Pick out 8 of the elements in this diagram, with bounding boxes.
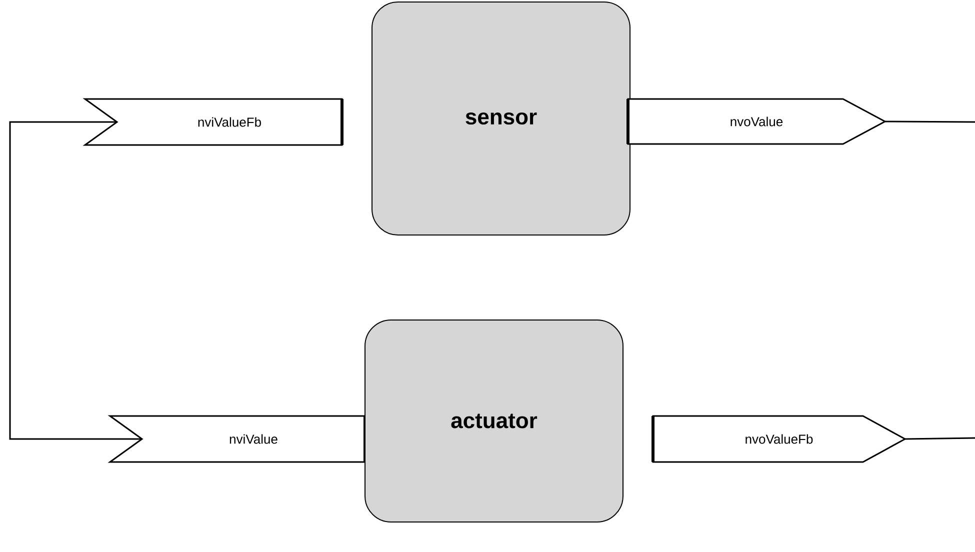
connector-line xyxy=(905,437,975,440)
process-box: actuator xyxy=(364,320,624,522)
process-box: sensor xyxy=(372,2,630,236)
output-port-flag: nvoValueFb xyxy=(652,415,907,463)
connector-line xyxy=(885,120,975,123)
input-port-flag: nviValueFb xyxy=(82,98,344,146)
input-port-flag: nviValue xyxy=(108,415,366,463)
output-port-flag: nvoValue xyxy=(626,98,887,145)
